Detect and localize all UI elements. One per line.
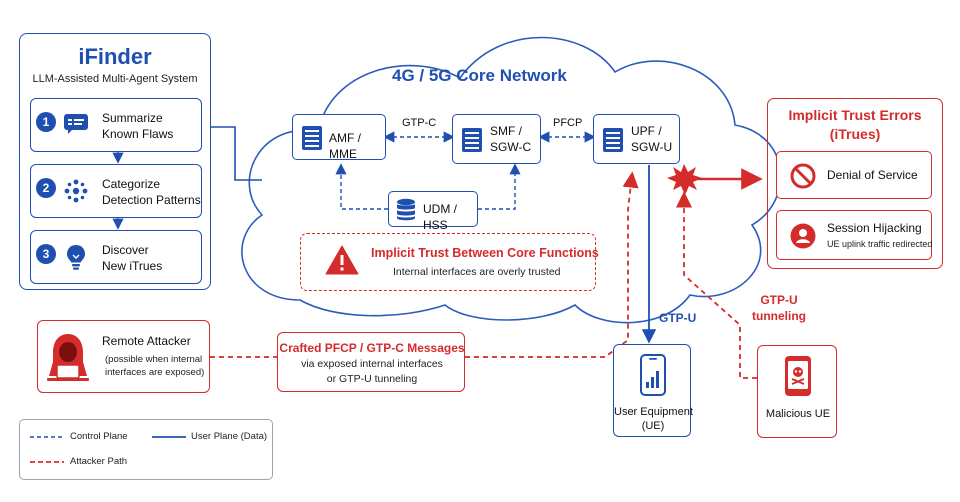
core-network-title: 4G / 5G Core Network	[392, 66, 567, 85]
udm-node: UDM / HSS	[388, 191, 478, 232]
step-1-label: Summarize Known Flaws	[102, 111, 174, 141]
session-hijack-card: Session Hijacking UE uplink traffic redi…	[776, 210, 932, 260]
upf-node: UPF / SGW-U	[593, 114, 680, 164]
no-entry-icon	[790, 163, 816, 189]
smf-label: SMF / SGW-C	[490, 124, 532, 154]
udm-label: UDM / HSS	[423, 202, 457, 232]
pfcp-label: PFCP	[553, 117, 583, 129]
dots-cluster-icon	[64, 179, 88, 203]
ifinder-title: iFinder	[78, 44, 152, 69]
malicious-ue-label: Malicious UE	[765, 408, 831, 420]
malicious-ue-box: Malicious UE	[757, 345, 837, 438]
hijack-title: Session Hijacking	[827, 221, 922, 235]
legend-attacker-label: Attacker Path	[70, 456, 128, 467]
amf-node: AMF / MME	[292, 114, 386, 161]
crafted-sub-2: or GTP-U tunneling	[326, 373, 418, 385]
warning-icon	[325, 245, 359, 275]
server-icon	[603, 128, 623, 152]
attacker-sub-1: (possible when internal	[105, 354, 203, 365]
legend-user-swatch	[152, 436, 186, 438]
ifinder-step-3: 3 Discover New iTrues	[30, 230, 202, 284]
implicit-trust-title: Implicit Trust Between Core Functions	[371, 246, 599, 260]
attacker-title: Remote Attacker	[102, 334, 191, 348]
crafted-title: Crafted PFCP / GTP-C Messages	[279, 341, 465, 355]
itrues-title: Implicit Trust Errors (iTrues)	[788, 107, 922, 142]
legend: Control Plane User Plane (Data) Attacker…	[19, 419, 273, 480]
crafted-sub-1: via exposed internal interfaces	[301, 358, 443, 370]
gtpc-label: GTP-C	[402, 117, 437, 129]
implicit-trust-callout: Implicit Trust Between Core Functions In…	[300, 233, 599, 291]
ifinder-panel	[19, 33, 211, 290]
legend-user-label: User Plane (Data)	[191, 431, 268, 442]
amf-label: AMF / MME	[329, 131, 361, 161]
ifinder-step-1: 1 Summarize Known Flaws	[30, 98, 202, 152]
upf-label: UPF / SGW-U	[631, 124, 673, 154]
step-number: 3	[36, 244, 56, 264]
gtpu-label: GTP-U	[659, 311, 697, 325]
step-number: 1	[36, 112, 56, 132]
explosion-icon	[667, 164, 702, 195]
legend-control-swatch	[30, 436, 64, 438]
user-equipment-box: User Equipment (UE)	[613, 344, 693, 437]
hacker-icon	[47, 334, 89, 381]
dos-card: Denial of Service	[776, 151, 932, 199]
step-number: 2	[36, 178, 56, 198]
smf-node: SMF / SGW-C	[452, 114, 541, 164]
user-icon	[790, 223, 816, 249]
itrues-panel	[767, 98, 943, 269]
step-3-label: Discover New iTrues	[102, 243, 163, 273]
legend-attacker-swatch	[30, 461, 64, 463]
attacker-sub-2: interfaces are exposed)	[105, 367, 205, 378]
server-icon	[462, 128, 482, 152]
server-icon	[302, 126, 322, 150]
remote-attacker-box: Remote Attacker (possible when internal …	[37, 320, 210, 393]
database-icon	[397, 198, 415, 221]
ifinder-step-2: 2 Categorize Detection Patterns	[30, 164, 202, 218]
hijack-subtitle: UE uplink traffic redirected	[827, 239, 933, 249]
step-2-label: Categorize Detection Patterns	[102, 177, 201, 207]
gtpu-tunneling-label: GTP-U tunneling	[752, 293, 806, 323]
crafted-messages-box: Crafted PFCP / GTP-C Messages via expose…	[277, 332, 465, 392]
ue-label: User Equipment (UE)	[614, 406, 693, 432]
malicious-phone-icon	[785, 356, 811, 396]
legend-control-label: Control Plane	[70, 431, 128, 442]
lightbulb-icon	[67, 245, 85, 270]
ifinder-subtitle: LLM-Assisted Multi-Agent System	[32, 73, 198, 85]
dos-label: Denial of Service	[827, 168, 918, 182]
implicit-trust-subtitle: Internal interfaces are overly trusted	[393, 266, 561, 278]
smartphone-icon	[640, 354, 666, 396]
chat-list-icon	[64, 114, 88, 134]
